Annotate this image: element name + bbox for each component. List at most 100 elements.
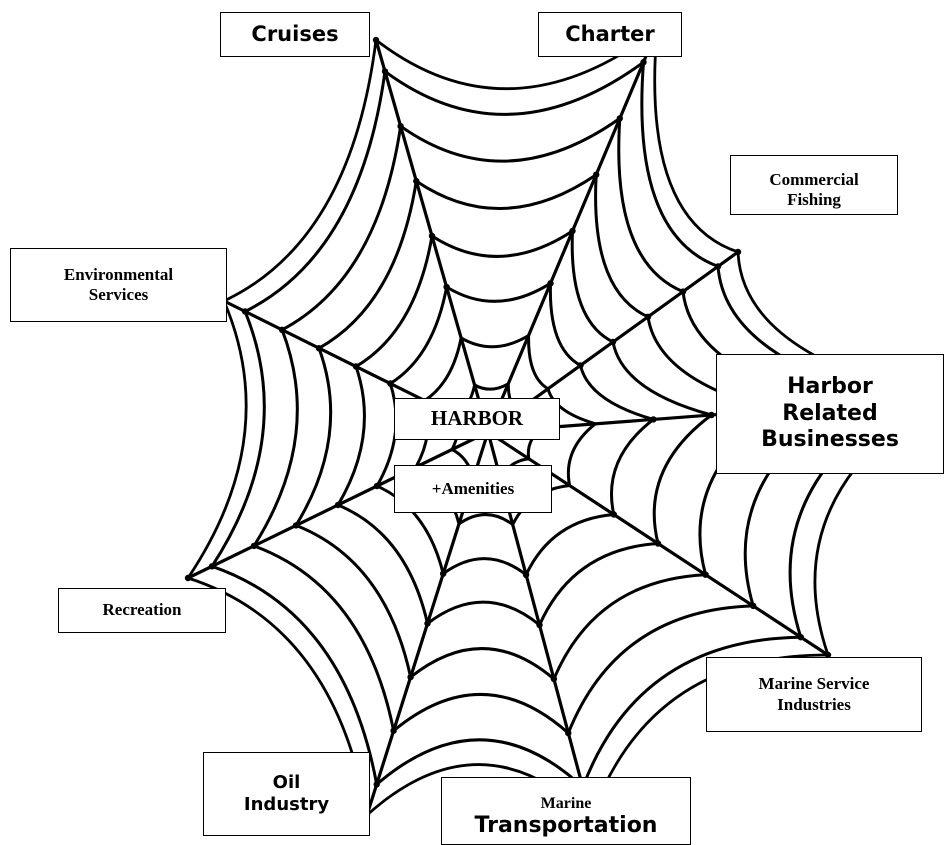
node-oil-industry-line-2: Industry [243,794,330,815]
web-junction [241,308,249,315]
node-harbor-related-businesses: Harbor Related Businesses [716,354,944,474]
web-strand [375,484,445,576]
web-strand [473,382,510,391]
node-recreation-label: Recreation [102,600,182,620]
web-junction [424,620,431,627]
web-junction [381,68,389,75]
web-strand [445,281,552,303]
web-junction [679,288,687,295]
web-strand [566,604,755,735]
web-junction [373,781,380,788]
web-strand [336,365,366,507]
node-commercial-fishing: Commercial Fishing [730,155,898,215]
web-junction [387,380,394,387]
web-strand [566,422,597,487]
web-junction [184,574,192,582]
web-strand [186,299,248,580]
web-junction [390,727,397,734]
web-strand [252,544,396,733]
web-strand [457,513,515,527]
web-strand [210,310,266,568]
web-strand [294,523,413,679]
web-strand [652,413,713,545]
web-strand [252,328,299,548]
web-strand [423,336,463,403]
center-amenities-box: +Amenities [394,465,552,513]
node-harbor-related-businesses-line-3: Businesses [761,427,899,453]
web-junction [443,283,450,291]
web-strand [375,738,585,789]
node-environmental-services-line-2: Services [88,285,149,304]
web-strand [430,229,574,258]
web-junction [373,482,381,490]
web-strand [538,542,660,627]
center-harbor-label: HARBOR [430,406,524,431]
web-junction [654,540,662,547]
web-strand [392,692,570,735]
node-harbor-related-businesses-line-2: Related [782,400,878,426]
node-environmental-services: Environmental Services [10,248,227,322]
web-strand [354,234,434,368]
web-strand [524,513,616,577]
node-marine-service-industries-line-2: Industries [777,694,851,714]
web-strand [336,503,429,625]
node-marine-service-industries: Marine Service Industries [706,657,922,732]
web-strand [552,573,708,681]
node-cruises: Cruises [220,12,370,57]
web-junction [550,675,558,683]
web-strand [570,229,615,344]
web-junction [714,263,722,270]
web-junction [397,123,404,130]
web-junction [428,232,436,240]
node-recreation: Recreation [58,588,226,633]
node-marine-transportation: Marine Transportation [441,777,691,845]
web-junction [644,313,652,320]
web-junction [577,362,584,369]
web-strand [594,173,650,319]
web-strand [527,334,550,391]
web-strand [317,179,418,350]
web-junction [616,115,623,122]
center-harbor-box: HARBOR [394,398,560,440]
web-strand [617,116,685,294]
node-cruises-label: Cruises [251,21,339,46]
web-junction [824,651,832,659]
web-strand [383,60,645,116]
web-junction [407,673,414,681]
web-junction [750,602,757,610]
web-strand [546,387,597,426]
web-junction [708,411,715,419]
web-strand [280,124,403,332]
web-junction [650,416,657,423]
web-junction [522,571,530,578]
web-strand [426,600,541,627]
web-strand [609,417,655,516]
web-junction [315,345,323,352]
web-strand [611,340,713,417]
web-junction [352,363,360,370]
web-junction [797,634,804,641]
web-junction [593,171,600,178]
web-junction [208,563,216,570]
node-commercial-fishing-line-1: Commercial [769,170,859,189]
web-strand [414,173,598,210]
web-junction [250,542,258,550]
web-junction [640,59,647,66]
web-strand [653,28,740,254]
node-environmental-services-line-1: Environmental [63,264,174,284]
web-junction [440,570,447,577]
web-junction [734,248,742,256]
web-junction [372,36,380,44]
web-strand [640,60,720,268]
web-junction [702,571,709,578]
web-junction [278,326,286,333]
node-oil-industry-line-1: Oil [272,772,301,794]
node-oil-industry: Oil Industry [203,752,370,836]
web-strand [579,363,655,421]
web-junction [292,522,300,529]
node-marine-service-industries-line-1: Marine Service [758,674,870,694]
web-strand [581,635,803,789]
web-strand [388,285,449,385]
node-marine-transportation-line-1: Marine [540,795,592,812]
